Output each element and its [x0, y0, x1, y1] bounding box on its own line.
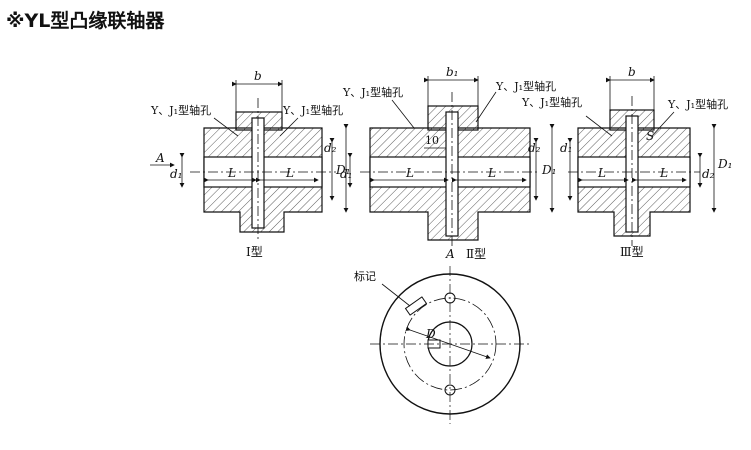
- type2-b1-label: b₁: [446, 65, 459, 79]
- type2-d2-label: d₂: [528, 141, 541, 155]
- page-title: ※YL型凸缘联轴器: [6, 10, 165, 32]
- type3-dimension-lines: [567, 76, 717, 246]
- type3-bore-label-right: Y、J₁型轴孔: [667, 97, 728, 111]
- type1-dimension-lines: [150, 80, 349, 240]
- type1-b-label: b: [254, 69, 262, 83]
- type2-caption: Ⅱ型: [466, 247, 486, 261]
- type1-L-left: L: [227, 166, 236, 180]
- type3-section-view: [577, 109, 691, 237]
- type2-L-right: L: [487, 166, 496, 180]
- type2-L-left: L: [405, 166, 414, 180]
- type1-d1-label: d₁: [170, 167, 183, 181]
- biaoji-label: 标记: [354, 269, 376, 283]
- type2-bore-label-left: Y、J₁型轴孔: [342, 85, 403, 99]
- type2-ten-label: 10: [425, 134, 439, 147]
- type2-bore-label-right: Y、J₁型轴孔: [495, 79, 556, 93]
- type1-d2-label: d₂: [324, 141, 337, 155]
- type3-L-left: L: [597, 166, 606, 180]
- type3-b-label: b: [628, 65, 636, 79]
- type1-bore-label-left: Y、J₁型轴孔: [150, 103, 211, 117]
- type3-L-right: L: [659, 166, 668, 180]
- type3-d2-label: d₂: [702, 167, 715, 181]
- type1-bore-label-right: Y、J₁型轴孔: [282, 103, 343, 117]
- type2-D1-label: D₁: [541, 163, 556, 177]
- type3-d1-label: d₁: [560, 141, 573, 155]
- type1-caption: Ⅰ型: [246, 245, 263, 259]
- type2-d1-label: d₁: [340, 167, 353, 181]
- type1-a-label: A: [155, 151, 165, 165]
- type3-caption: Ⅲ型: [620, 245, 644, 259]
- type2-dimension-lines: [347, 76, 555, 248]
- type2-a-label: A: [445, 247, 455, 261]
- type1-L-right: L: [285, 166, 294, 180]
- end-view-D-label: D: [425, 327, 436, 341]
- type1-D1-label: D₁: [335, 163, 350, 177]
- type3-bore-label-left: Y、J₁型轴孔: [521, 95, 582, 109]
- end-view: [370, 266, 530, 424]
- type3-S-label: S: [646, 129, 654, 143]
- type2-section-view: [369, 105, 531, 241]
- type3-D1-label: D₁: [717, 157, 732, 171]
